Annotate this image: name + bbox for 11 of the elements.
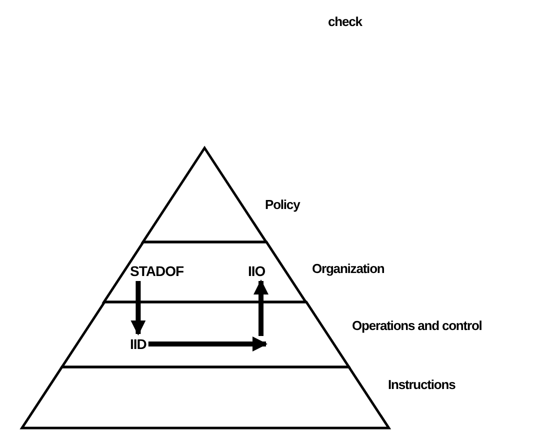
- arrow: [254, 280, 268, 336]
- arrow: [130, 281, 146, 336]
- layer-label: Instructions: [388, 377, 456, 392]
- layer-label: Organization: [312, 261, 384, 276]
- layer-label: Policy: [265, 197, 300, 212]
- text-label: IID: [130, 336, 146, 352]
- title: check: [328, 14, 362, 29]
- text-label: IIO: [248, 263, 266, 279]
- text-label: STADOF: [130, 263, 184, 279]
- layer-label: Operations and control: [352, 318, 482, 333]
- arrow: [148, 336, 268, 352]
